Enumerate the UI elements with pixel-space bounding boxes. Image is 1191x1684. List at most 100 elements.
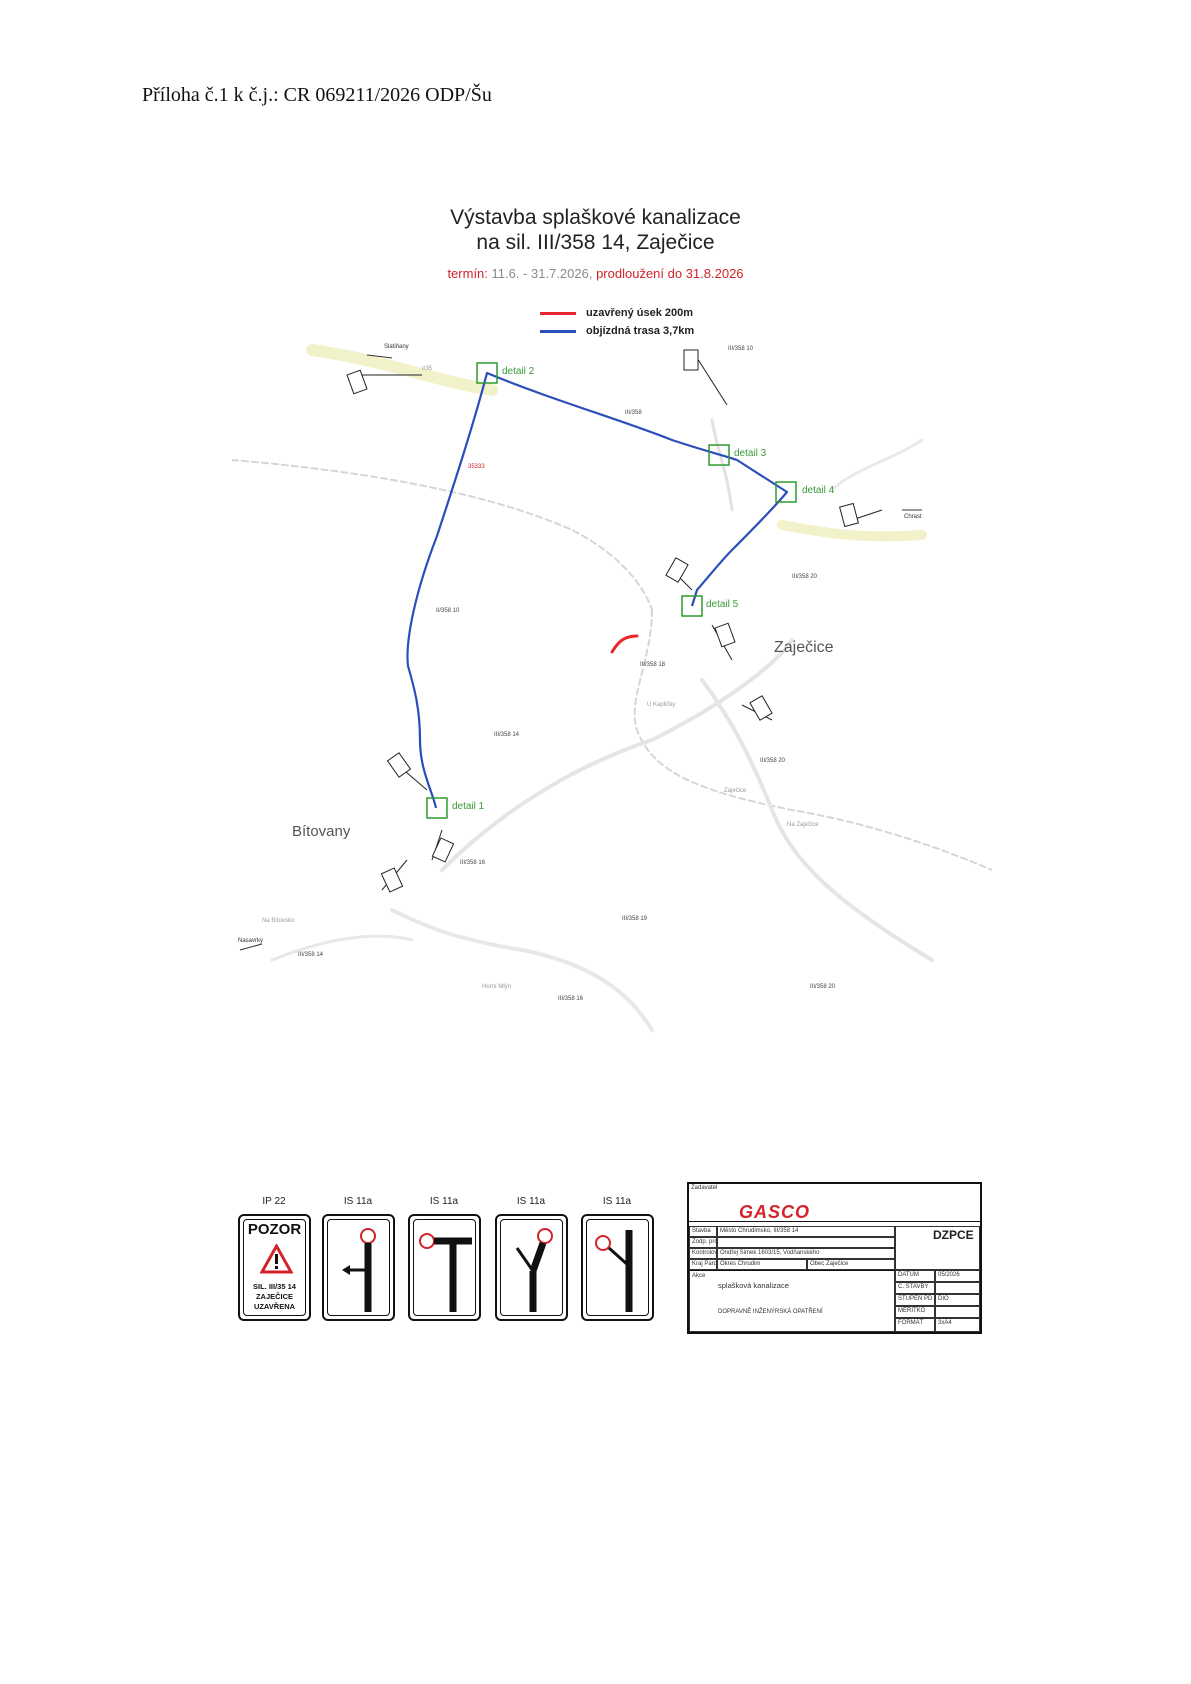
sign-is11a-branch	[581, 1214, 654, 1321]
left-turn-diagram-icon	[342, 1228, 376, 1312]
road-label-8: III/358 18	[640, 662, 666, 668]
map-sign-ip22-bitovany	[380, 859, 408, 893]
tb-drawing-name: DOPRAVNĚ INŽENÝRSKÁ OPATŘENÍ	[718, 1309, 823, 1315]
sign-4-code: IS 11a	[516, 1196, 546, 1207]
gasco-logo: GASCO	[739, 1202, 811, 1222]
sign-ip22-text: SIL. III/35 14 ZAJEČICE UZAVŘENA	[240, 1282, 309, 1312]
direction-northwest-label: Slatiňany	[384, 344, 409, 350]
local-label-7: I/35	[422, 366, 433, 372]
local-label-4: Na Bítovsko	[262, 918, 295, 924]
direction-southwest-arrow	[239, 943, 263, 951]
tb-row-2-value	[717, 1237, 895, 1248]
detail-5-label: detail 5	[706, 599, 739, 610]
local-label-3: Zaječice	[724, 788, 747, 794]
tb-meta-4-value	[935, 1306, 980, 1318]
tb-meta-3-label: STUPEŇ PD	[895, 1294, 935, 1306]
tb-meta-2-label: Č. STAVBY	[895, 1282, 935, 1294]
title-block-client: Zadavatel	[689, 1184, 980, 1222]
local-label-2: Na Zaječice	[787, 822, 819, 828]
sign-ip22-road: SIL. III/35 14	[253, 1282, 296, 1291]
tb-row-3-value: Ondřej Šimek 1603/15, Vodňanského	[717, 1248, 895, 1259]
fork-diagram-icon	[515, 1228, 553, 1312]
local-label-5: Horní Mlýn	[482, 984, 511, 990]
detail-4-box	[775, 481, 797, 503]
tb-row-4-label: Kraj Pardubický	[689, 1259, 717, 1270]
legend-closed-label: uzavřený úsek 200m	[586, 307, 694, 319]
detail-3-label: detail 3	[734, 448, 767, 459]
detail-2-box	[476, 362, 498, 384]
term-line: termín: 11.6. - 31.7.2026, prodloužení d…	[0, 266, 1191, 281]
direction-east-label: Chrast	[904, 514, 922, 520]
legend-detour-label: objízdná trasa 3,7km	[586, 325, 695, 337]
road-label-2: II/358 10	[436, 608, 460, 614]
road-label-4: III/358 16	[460, 860, 486, 866]
sign-5-code: IS 11a	[602, 1196, 632, 1207]
tb-meta-1-value: 05/2026	[935, 1270, 980, 1282]
term-label: termín:	[447, 266, 488, 281]
tb-row-3-label: Kontroloval	[689, 1248, 717, 1259]
detail-1-box	[426, 797, 448, 819]
background-roads	[232, 344, 992, 1032]
tb-meta-5-value: 3xA4	[935, 1318, 980, 1332]
road-label-9: III/358 19	[622, 916, 648, 922]
tb-row-2-label: Zodp. projektant	[689, 1237, 717, 1248]
tb-meta-5-label: FORMÁT	[895, 1318, 935, 1332]
branch-diagram-icon	[595, 1230, 633, 1312]
detour-map: detail 1 detail 2 detail 3 detail 4 deta…	[232, 344, 992, 1032]
sign-ip22-closed: UZAVŘENA	[253, 1302, 296, 1311]
legend-closed: uzavřený úsek 200m	[540, 307, 693, 319]
dzpce-logo: DZPCE	[933, 1228, 974, 1242]
sign-is11a-fork	[495, 1214, 568, 1321]
direction-northwest-arrow	[366, 354, 393, 359]
map-title-line-1: Výstavba splaškové kanalizace	[450, 206, 741, 229]
tb-action-box: Akce splašková kanalizace DOPRAVNĚ INŽEN…	[689, 1270, 895, 1332]
tb-meta-4-label: MĚŘÍTKO	[895, 1306, 935, 1318]
road-label-5: III/358 20	[792, 574, 818, 580]
map-sign-is11a-detail5	[665, 557, 693, 591]
place-zajecice: Zaječice	[774, 639, 834, 656]
map-sign-ip22-south	[741, 695, 773, 721]
local-label-1: U Kapličky	[647, 702, 675, 708]
t-junction-diagram-icon	[419, 1233, 472, 1312]
sign-is11a-tee	[408, 1214, 481, 1321]
legend-detour: objízdná trasa 3,7km	[540, 325, 694, 337]
title-block: Zadavatel GASCO Stavba Město Chrudimsko,…	[687, 1182, 982, 1334]
map-title-line-2: na sil. III/358 14, Zaječice	[476, 231, 715, 254]
tb-row-1-value: Město Chrudimsko, III/358 14	[717, 1226, 895, 1237]
tb-row-4-extra: Obec Zaječice	[807, 1259, 895, 1270]
detail-2-label: detail 2	[502, 366, 535, 377]
sign-ip22-village: ZAJEČICE	[255, 1292, 294, 1301]
road-label-3: III/358 14	[494, 732, 520, 738]
tb-row-1-label: Stavba	[689, 1226, 717, 1237]
warning-triangle-icon	[260, 1244, 293, 1274]
map-sign-is11a-detail1	[386, 752, 428, 791]
map-sign-ip22-east	[839, 502, 883, 528]
map-sign-ip22-north	[683, 349, 728, 406]
road-label-1: III/358	[625, 410, 642, 416]
detour-route	[406, 371, 789, 809]
sign-1-code: IP 22	[262, 1196, 286, 1207]
tb-meta-2-value	[935, 1282, 980, 1294]
detail-boxes	[426, 362, 797, 819]
sign-ip22-title: POZOR	[247, 1221, 302, 1238]
map-sign-is11a-zajecice	[711, 622, 736, 661]
title-block-client-label: Zadavatel	[691, 1185, 718, 1191]
closed-section	[610, 634, 639, 654]
annex-reference: Příloha č.1 k č.j.: CR 069211/2026 ODP/Š…	[142, 84, 492, 106]
designer-logo-box	[895, 1226, 980, 1270]
road-label-10: III/358 14	[298, 952, 324, 958]
sign-is11a-left	[322, 1214, 395, 1321]
tb-meta-3-value: DIO	[935, 1294, 980, 1306]
map-sign-is11a-bitovany	[431, 829, 455, 863]
tb-row-4-value: Okres Chrudim	[717, 1259, 807, 1270]
place-bitovany: Bítovany	[292, 823, 351, 840]
road-label-12: III/358 10	[728, 346, 754, 352]
term-dates: 11.6. - 31.7.2026,	[487, 266, 593, 281]
road-label-6: III/358 20	[760, 758, 786, 764]
term-extension: prodloužení do 31.8.2026	[592, 266, 744, 281]
tb-action-label: Akce	[692, 1273, 706, 1279]
legend-closed-swatch	[540, 311, 576, 315]
local-label-6: 35333	[468, 464, 485, 470]
sign-2-code: IS 11a	[343, 1196, 373, 1207]
detail-4-label: detail 4	[802, 485, 835, 496]
